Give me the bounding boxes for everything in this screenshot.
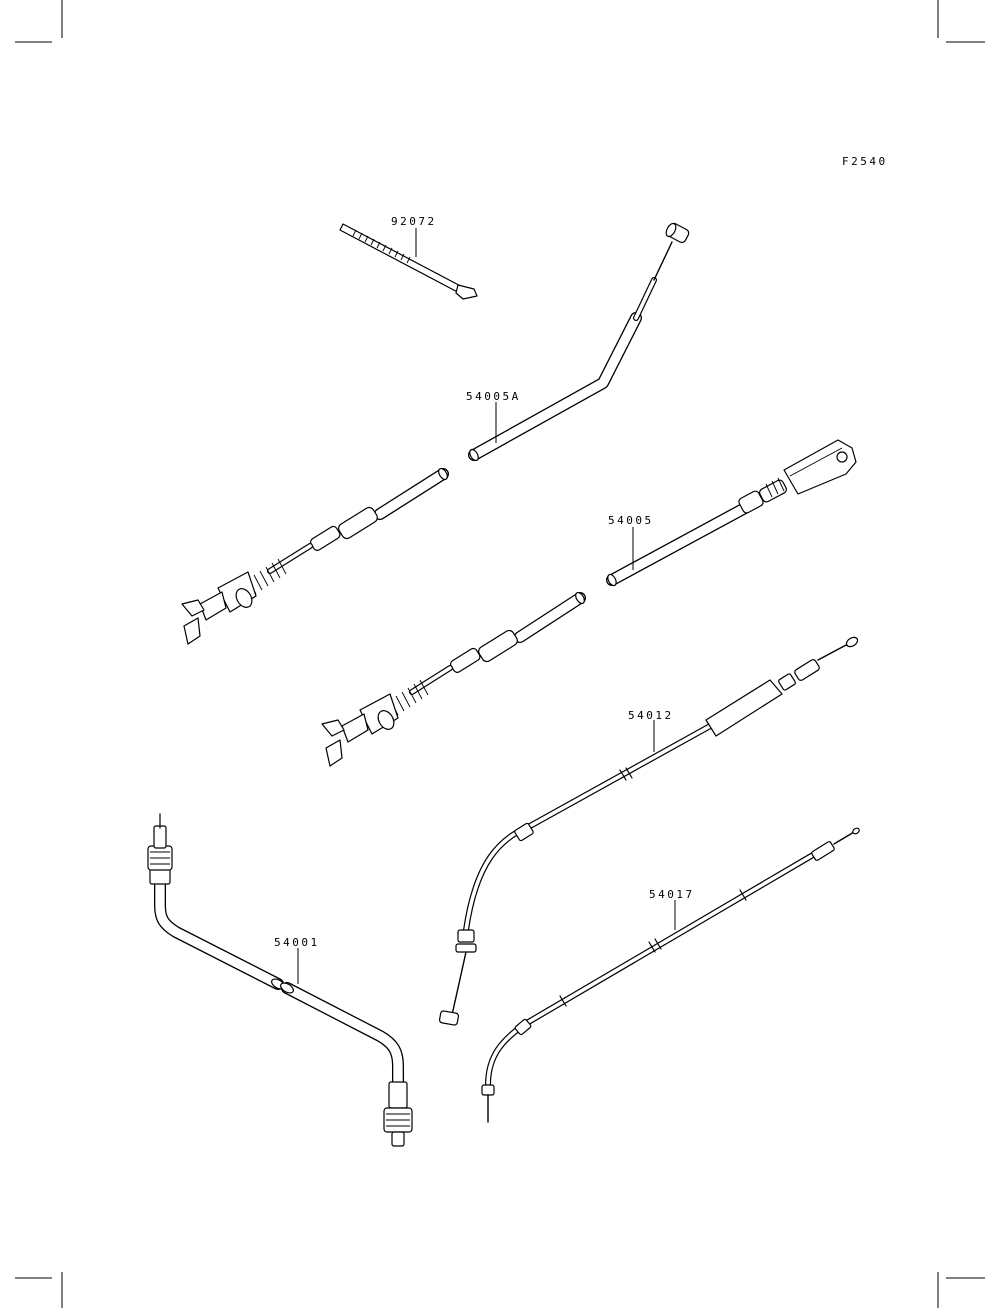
clutch-cable (481, 827, 860, 1123)
throttle-cable (438, 636, 859, 1026)
callout-54005A: 54005A (466, 390, 521, 403)
choke-cable (468, 222, 690, 462)
brake-cable (606, 439, 857, 587)
cable-tie (339, 223, 478, 300)
callout-92072: 92072 (391, 215, 437, 228)
callout-54001: 54001 (274, 936, 320, 949)
figure-code: F2540 (842, 155, 888, 168)
crop-marks (15, 0, 985, 1308)
callout-54012: 54012 (628, 709, 674, 722)
callout-54017: 54017 (649, 888, 695, 901)
callout-54005: 54005 (608, 514, 654, 527)
adjuster-upper (181, 467, 449, 645)
adjuster-lower (321, 591, 586, 767)
speedometer-cable (147, 813, 413, 1147)
